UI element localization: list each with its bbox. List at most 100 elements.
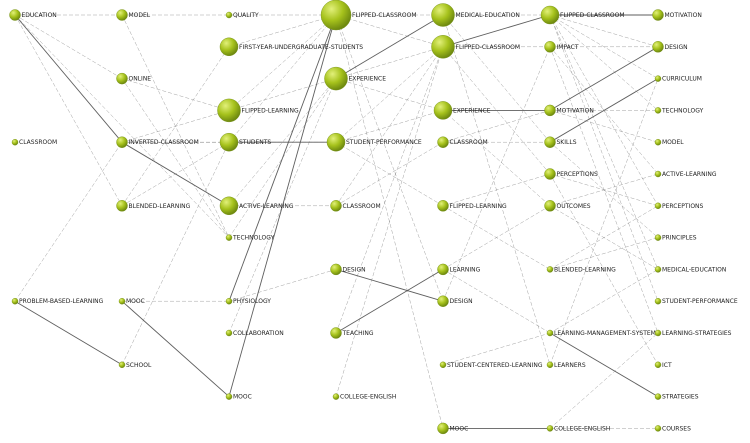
node-circle[interactable] <box>332 393 340 400</box>
node-c1_pbl[interactable]: PROBLEM-BASED-LEARNING <box>11 298 104 305</box>
node-circle[interactable] <box>654 138 662 146</box>
node-circle[interactable] <box>654 107 662 114</box>
node-circle[interactable] <box>652 41 664 53</box>
node-c7_technology[interactable]: TECHNOLOGY <box>654 107 704 114</box>
node-circle[interactable] <box>225 11 233 19</box>
node-c5_learning[interactable]: LEARNING <box>437 263 481 276</box>
node-c3_physiology[interactable]: PHYSIOLOGY <box>225 298 271 305</box>
node-circle[interactable] <box>11 298 19 305</box>
node-circle[interactable] <box>116 200 128 212</box>
node-circle[interactable] <box>654 266 662 273</box>
node-circle[interactable] <box>219 196 239 216</box>
node-circle[interactable] <box>116 72 128 85</box>
node-circle[interactable] <box>654 170 662 178</box>
node-circle[interactable] <box>654 393 662 400</box>
node-circle[interactable] <box>225 234 233 241</box>
node-circle[interactable] <box>433 101 453 120</box>
node-c7_motivation[interactable]: MOTIVATION <box>652 9 702 21</box>
node-circle[interactable] <box>116 136 128 148</box>
node-circle[interactable] <box>546 425 554 432</box>
node-c6_perceptions[interactable]: PERCEPTIONS <box>544 168 599 180</box>
node-c7_principles[interactable]: PRINCIPLES <box>654 234 697 242</box>
node-c3_quality[interactable]: QUALITY <box>225 11 259 19</box>
node-circle[interactable] <box>546 361 554 368</box>
node-c3_technology[interactable]: TECHNOLOGY <box>225 234 275 242</box>
node-c4_teaching[interactable]: TEACHING <box>330 327 374 339</box>
node-circle[interactable] <box>437 295 449 307</box>
node-c2_inverted[interactable]: INVERTED-CLASSROOM <box>116 136 199 148</box>
node-circle[interactable] <box>544 136 556 148</box>
node-c5_flipped[interactable]: FLIPPED-CLASSROOM <box>431 35 521 59</box>
node-c7_ict[interactable]: ICT <box>654 361 672 369</box>
node-c4_experience[interactable]: EXPERIENCE <box>324 66 387 91</box>
node-c7_curriculum[interactable]: CURRICULUM <box>654 75 702 83</box>
node-c6_english[interactable]: COLLEGE-ENGLISH <box>546 425 610 432</box>
node-c6_flipped[interactable]: FLIPPED-CLASSROOM <box>540 5 625 25</box>
node-c5_design[interactable]: DESIGN <box>437 295 473 307</box>
node-circle[interactable] <box>652 9 664 21</box>
node-c7_strategies_l[interactable]: LEARNING-STRATEGIES <box>654 329 732 337</box>
node-c7_design[interactable]: DESIGN <box>652 41 688 53</box>
node-c4_perf[interactable]: STUDENT-PERFORMANCE <box>326 132 422 152</box>
node-circle[interactable] <box>544 168 556 180</box>
node-circle[interactable] <box>437 422 449 435</box>
node-circle[interactable] <box>540 5 560 25</box>
node-circle[interactable] <box>654 425 662 432</box>
node-c2_mooc[interactable]: MOOC <box>118 298 145 305</box>
node-circle[interactable] <box>544 104 556 117</box>
node-circle[interactable] <box>118 298 126 305</box>
node-circle[interactable] <box>437 200 449 212</box>
node-c5_classroom[interactable]: CLASSROOM <box>437 136 488 148</box>
node-c1_education[interactable]: EDUCATION <box>9 9 57 21</box>
node-c7_courses[interactable]: COURSES <box>654 425 691 432</box>
node-c7_medical[interactable]: MEDICAL-EDUCATION <box>654 266 726 273</box>
node-circle[interactable] <box>546 266 554 273</box>
node-c6_learners[interactable]: LEARNERS <box>546 361 586 369</box>
node-c4_classroom[interactable]: CLASSROOM <box>330 200 381 212</box>
node-c6_lms[interactable]: LEARNING-MANAGEMENT-SYSTEMS <box>546 329 660 337</box>
node-c5_experience[interactable]: EXPERIENCE <box>433 101 491 120</box>
node-circle[interactable] <box>654 298 662 305</box>
node-c7_model[interactable]: MODEL <box>654 138 684 146</box>
node-c2_school[interactable]: SCHOOL <box>118 361 152 369</box>
node-c4_english[interactable]: COLLEGE-ENGLISH <box>332 393 396 401</box>
node-c2_blended[interactable]: BLENDED-LEARNING <box>116 200 191 212</box>
node-c2_online[interactable]: ONLINE <box>116 72 152 85</box>
node-circle[interactable] <box>437 263 449 276</box>
node-c3_flipped[interactable]: FLIPPED-LEARNING <box>217 98 300 123</box>
node-circle[interactable] <box>431 35 455 59</box>
node-circle[interactable] <box>654 202 662 210</box>
node-circle[interactable] <box>544 41 556 53</box>
node-circle[interactable] <box>544 200 556 212</box>
node-c5_medical[interactable]: MEDICAL-EDUCATION <box>431 3 520 27</box>
node-circle[interactable] <box>330 327 342 339</box>
node-c7_active[interactable]: ACTIVE-LEARNING <box>654 170 717 178</box>
node-circle[interactable] <box>654 234 662 241</box>
node-circle[interactable] <box>9 9 21 21</box>
node-c6_skills[interactable]: SKILLS <box>544 136 577 148</box>
node-c3_collab[interactable]: COLLABORATION <box>225 329 284 337</box>
node-circle[interactable] <box>330 263 342 276</box>
node-c6_blended[interactable]: BLENDED-LEARNING <box>546 266 616 273</box>
node-c6_outcomes[interactable]: OUTCOMES <box>544 200 591 212</box>
node-circle[interactable] <box>546 329 554 337</box>
node-circle[interactable] <box>654 361 662 368</box>
node-c3_mooc[interactable]: MOOC <box>225 393 252 401</box>
node-circle[interactable] <box>217 98 241 123</box>
node-c5_flippedlearning[interactable]: FLIPPED-LEARNING <box>437 200 508 212</box>
node-circle[interactable] <box>324 66 348 91</box>
node-c7_perceptions[interactable]: PERCEPTIONS <box>654 202 704 210</box>
node-circle[interactable] <box>437 136 449 148</box>
node-circle[interactable] <box>116 9 128 21</box>
node-circle[interactable] <box>219 132 239 152</box>
node-circle[interactable] <box>439 361 447 368</box>
node-c6_impact[interactable]: IMPACT <box>544 41 579 53</box>
node-c2_model[interactable]: MODEL <box>116 9 151 21</box>
node-circle[interactable] <box>118 361 126 368</box>
node-c4_flipped[interactable]: FLIPPED-CLASSROOM <box>320 0 417 31</box>
node-c7_perf[interactable]: STUDENT-PERFORMANCE <box>654 298 738 305</box>
node-circle[interactable] <box>326 132 346 152</box>
node-circle[interactable] <box>11 138 19 146</box>
node-circle[interactable] <box>225 393 233 400</box>
node-c4_design[interactable]: DESIGN <box>330 263 366 276</box>
